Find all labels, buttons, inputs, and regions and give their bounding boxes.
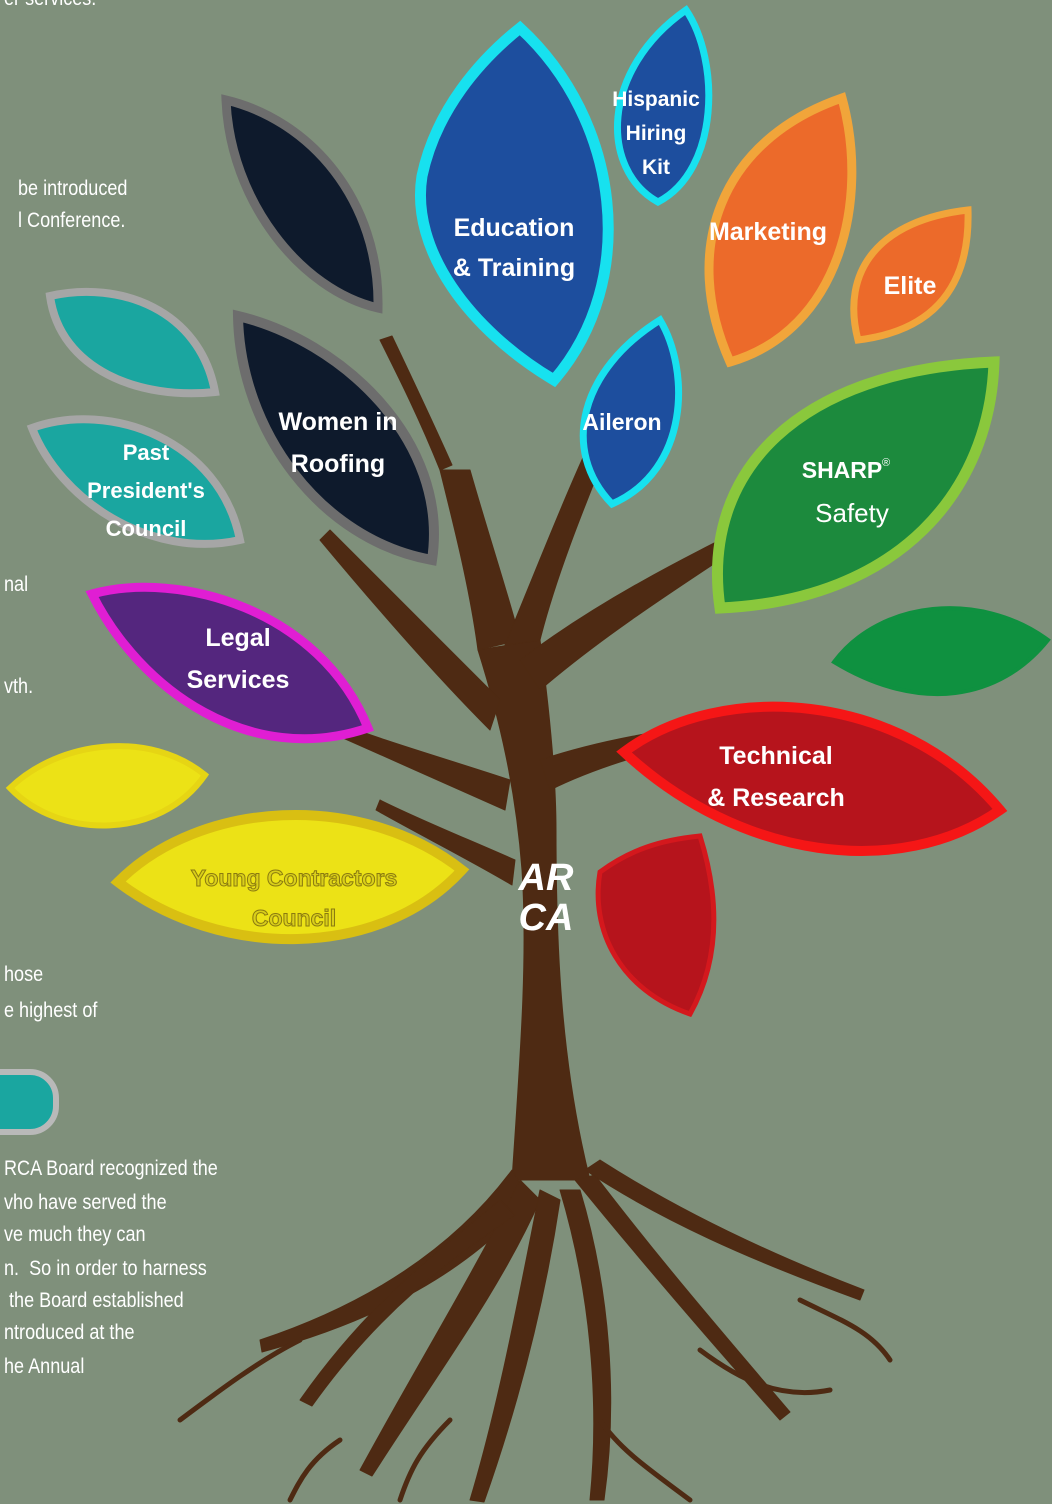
label-hispanic-line2: Hiring: [626, 122, 687, 145]
bg-text-line-10: ve much they can: [4, 1223, 146, 1246]
label-marketing: Marketing: [709, 218, 827, 246]
bg-text-line-12: the Board established: [4, 1289, 184, 1312]
label-legal-line2: Services: [187, 666, 290, 694]
label-young-line1: Young Contractors: [191, 865, 398, 891]
arca-logo: AR CA: [518, 857, 574, 939]
bg-text-line-4: nal: [4, 573, 29, 596]
leaf-navy-upper: [221, 94, 383, 314]
leaf-red-small: [595, 833, 717, 1018]
bg-text-line-8: RCA Board recognized the: [4, 1157, 218, 1180]
label-sharp-registered: ®: [882, 457, 890, 469]
leaf-hispanic-hiring-kit: [614, 5, 713, 206]
leaf-yellow-small: [5, 743, 210, 829]
label-past-line3: Council: [106, 516, 187, 541]
label-technical-line1: Technical: [719, 742, 832, 770]
leaf-education-training: [415, 20, 614, 388]
label-sharp: SHARP: [802, 457, 883, 483]
label-education-line1: Education: [454, 214, 575, 242]
logo-top: AR: [518, 857, 574, 899]
bg-text-line-7: e highest of: [4, 999, 98, 1022]
label-elite: Elite: [884, 272, 937, 300]
leaf-past-presidents: [26, 415, 245, 548]
label-women-line2: Roofing: [291, 450, 385, 478]
bg-text-line-2: be introduced: [18, 177, 128, 200]
bg-text-line-14: he Annual: [4, 1355, 85, 1378]
label-women-line1: Women in: [279, 408, 398, 436]
leaf-women-in-roofing: [232, 309, 439, 566]
label-past-line1: Past: [123, 440, 170, 465]
leaf-elite: [850, 206, 972, 344]
leaf-teal-upper: [45, 287, 220, 398]
label-hispanic-line1: Hispanic: [612, 88, 700, 111]
logo-bottom: CA: [519, 897, 574, 939]
bg-text-line-9: vho have served the: [4, 1191, 167, 1214]
label-past-line2: President's: [87, 478, 205, 503]
label-safety: Safety: [815, 498, 889, 528]
bg-text-line-6: hose: [4, 963, 44, 986]
leaf-aileron: [579, 315, 683, 509]
label-hispanic-line3: Kit: [642, 156, 670, 179]
leaf-sharp-safety: [712, 356, 1000, 614]
leaf-legal-services: [85, 582, 374, 744]
label-legal-line1: Legal: [205, 624, 270, 652]
bg-text-line-1: er services.: [4, 0, 96, 12]
leaf-young-contractors: [110, 809, 470, 945]
label-aileron: Aileron: [582, 409, 661, 435]
leaf-green-small: [831, 606, 1051, 697]
label-technical-line2: & Research: [707, 784, 845, 812]
leaf-marketing: [704, 92, 857, 368]
bg-text-line-11: n. So in order to harness: [4, 1257, 207, 1280]
bg-text-line-5: vth.: [4, 675, 34, 698]
bg-text-line-13: ntroduced at the: [4, 1321, 135, 1344]
label-young-line2: Council: [252, 905, 336, 931]
tree-trunk: [259, 335, 865, 1503]
bg-text-line-3: l Conference.: [18, 209, 126, 232]
tree-root-tendrils: [177, 1297, 893, 1503]
leaf-technical-research: [616, 701, 1008, 856]
teal-bar-fragment: [0, 1069, 59, 1135]
label-education-line2: & Training: [453, 254, 575, 282]
